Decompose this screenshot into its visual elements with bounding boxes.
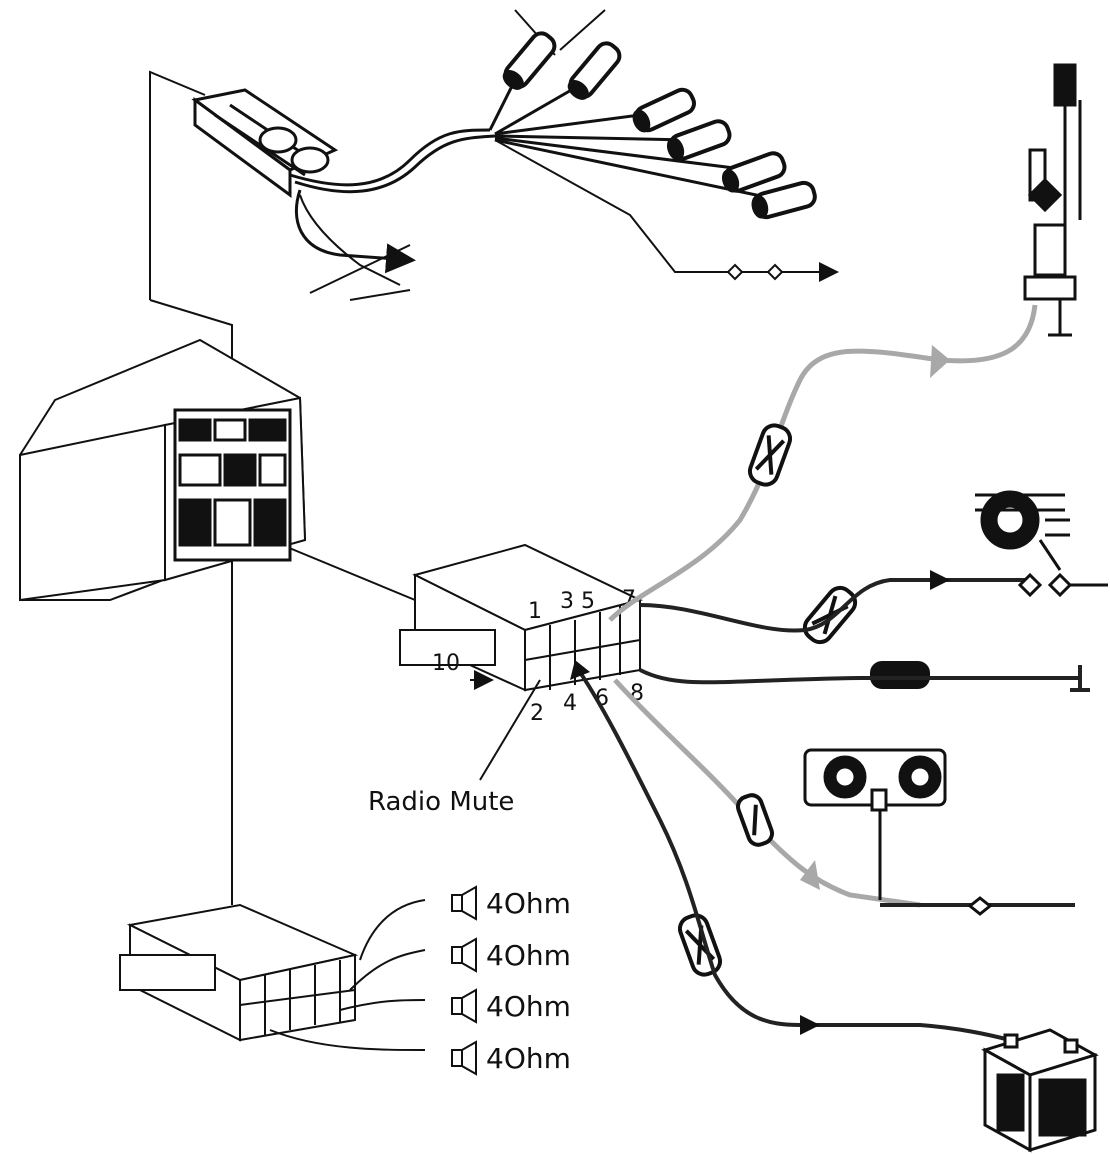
rca-plug-block <box>191 88 339 198</box>
speaker-icon <box>451 1040 477 1076</box>
pin-1: 1 <box>528 599 542 624</box>
speaker-item: 4Ohm <box>450 1040 571 1076</box>
ignition-switch-icon <box>975 490 1108 598</box>
pin-4-wire-arrow <box>570 660 590 680</box>
iso-connector <box>399 543 643 692</box>
grey-wire-arrow <box>930 345 950 378</box>
speaker-wires <box>269 899 426 1051</box>
pin-3-5: 3 5 <box>560 589 595 614</box>
rca-connector-icon <box>502 31 817 220</box>
light-switch-icon <box>803 748 993 916</box>
battery-wire-arrow <box>800 1015 820 1035</box>
rca-harness <box>191 9 839 301</box>
speaker-label: 4Ohm <box>486 1041 571 1075</box>
ignition-wire-arrow <box>930 570 950 590</box>
rca-cable-bundle <box>289 9 839 301</box>
speaker-icon <box>451 937 477 973</box>
radio-mute-label: Radio Mute <box>368 787 514 817</box>
inline-fuse-pair <box>726 263 784 281</box>
speaker-label: 4Ohm <box>486 886 571 920</box>
battery-icon <box>981 1028 1099 1153</box>
speaker-icon <box>451 885 477 921</box>
speaker-label: 4Ohm <box>486 989 571 1023</box>
pin-4: 4 <box>563 691 577 716</box>
speaker-item: 4Ohm <box>450 937 571 973</box>
dark-wires <box>573 578 1090 1042</box>
head-unit <box>19 338 307 602</box>
grey-wire-arrow-lower <box>800 860 820 890</box>
speaker-item: 4Ohm <box>450 988 571 1024</box>
antenna-icon <box>1023 63 1082 337</box>
head-unit-rear-connectors <box>173 408 292 562</box>
speaker-icon <box>451 988 477 1024</box>
radio-mute-leader <box>479 679 541 781</box>
fuse-icon <box>677 423 930 977</box>
speaker-item: 4Ohm <box>450 885 571 921</box>
speaker-label: 4Ohm <box>486 938 571 972</box>
pin-2: 2 <box>530 701 544 726</box>
amplifier <box>119 903 359 1042</box>
pin-10: 10 <box>432 651 460 676</box>
